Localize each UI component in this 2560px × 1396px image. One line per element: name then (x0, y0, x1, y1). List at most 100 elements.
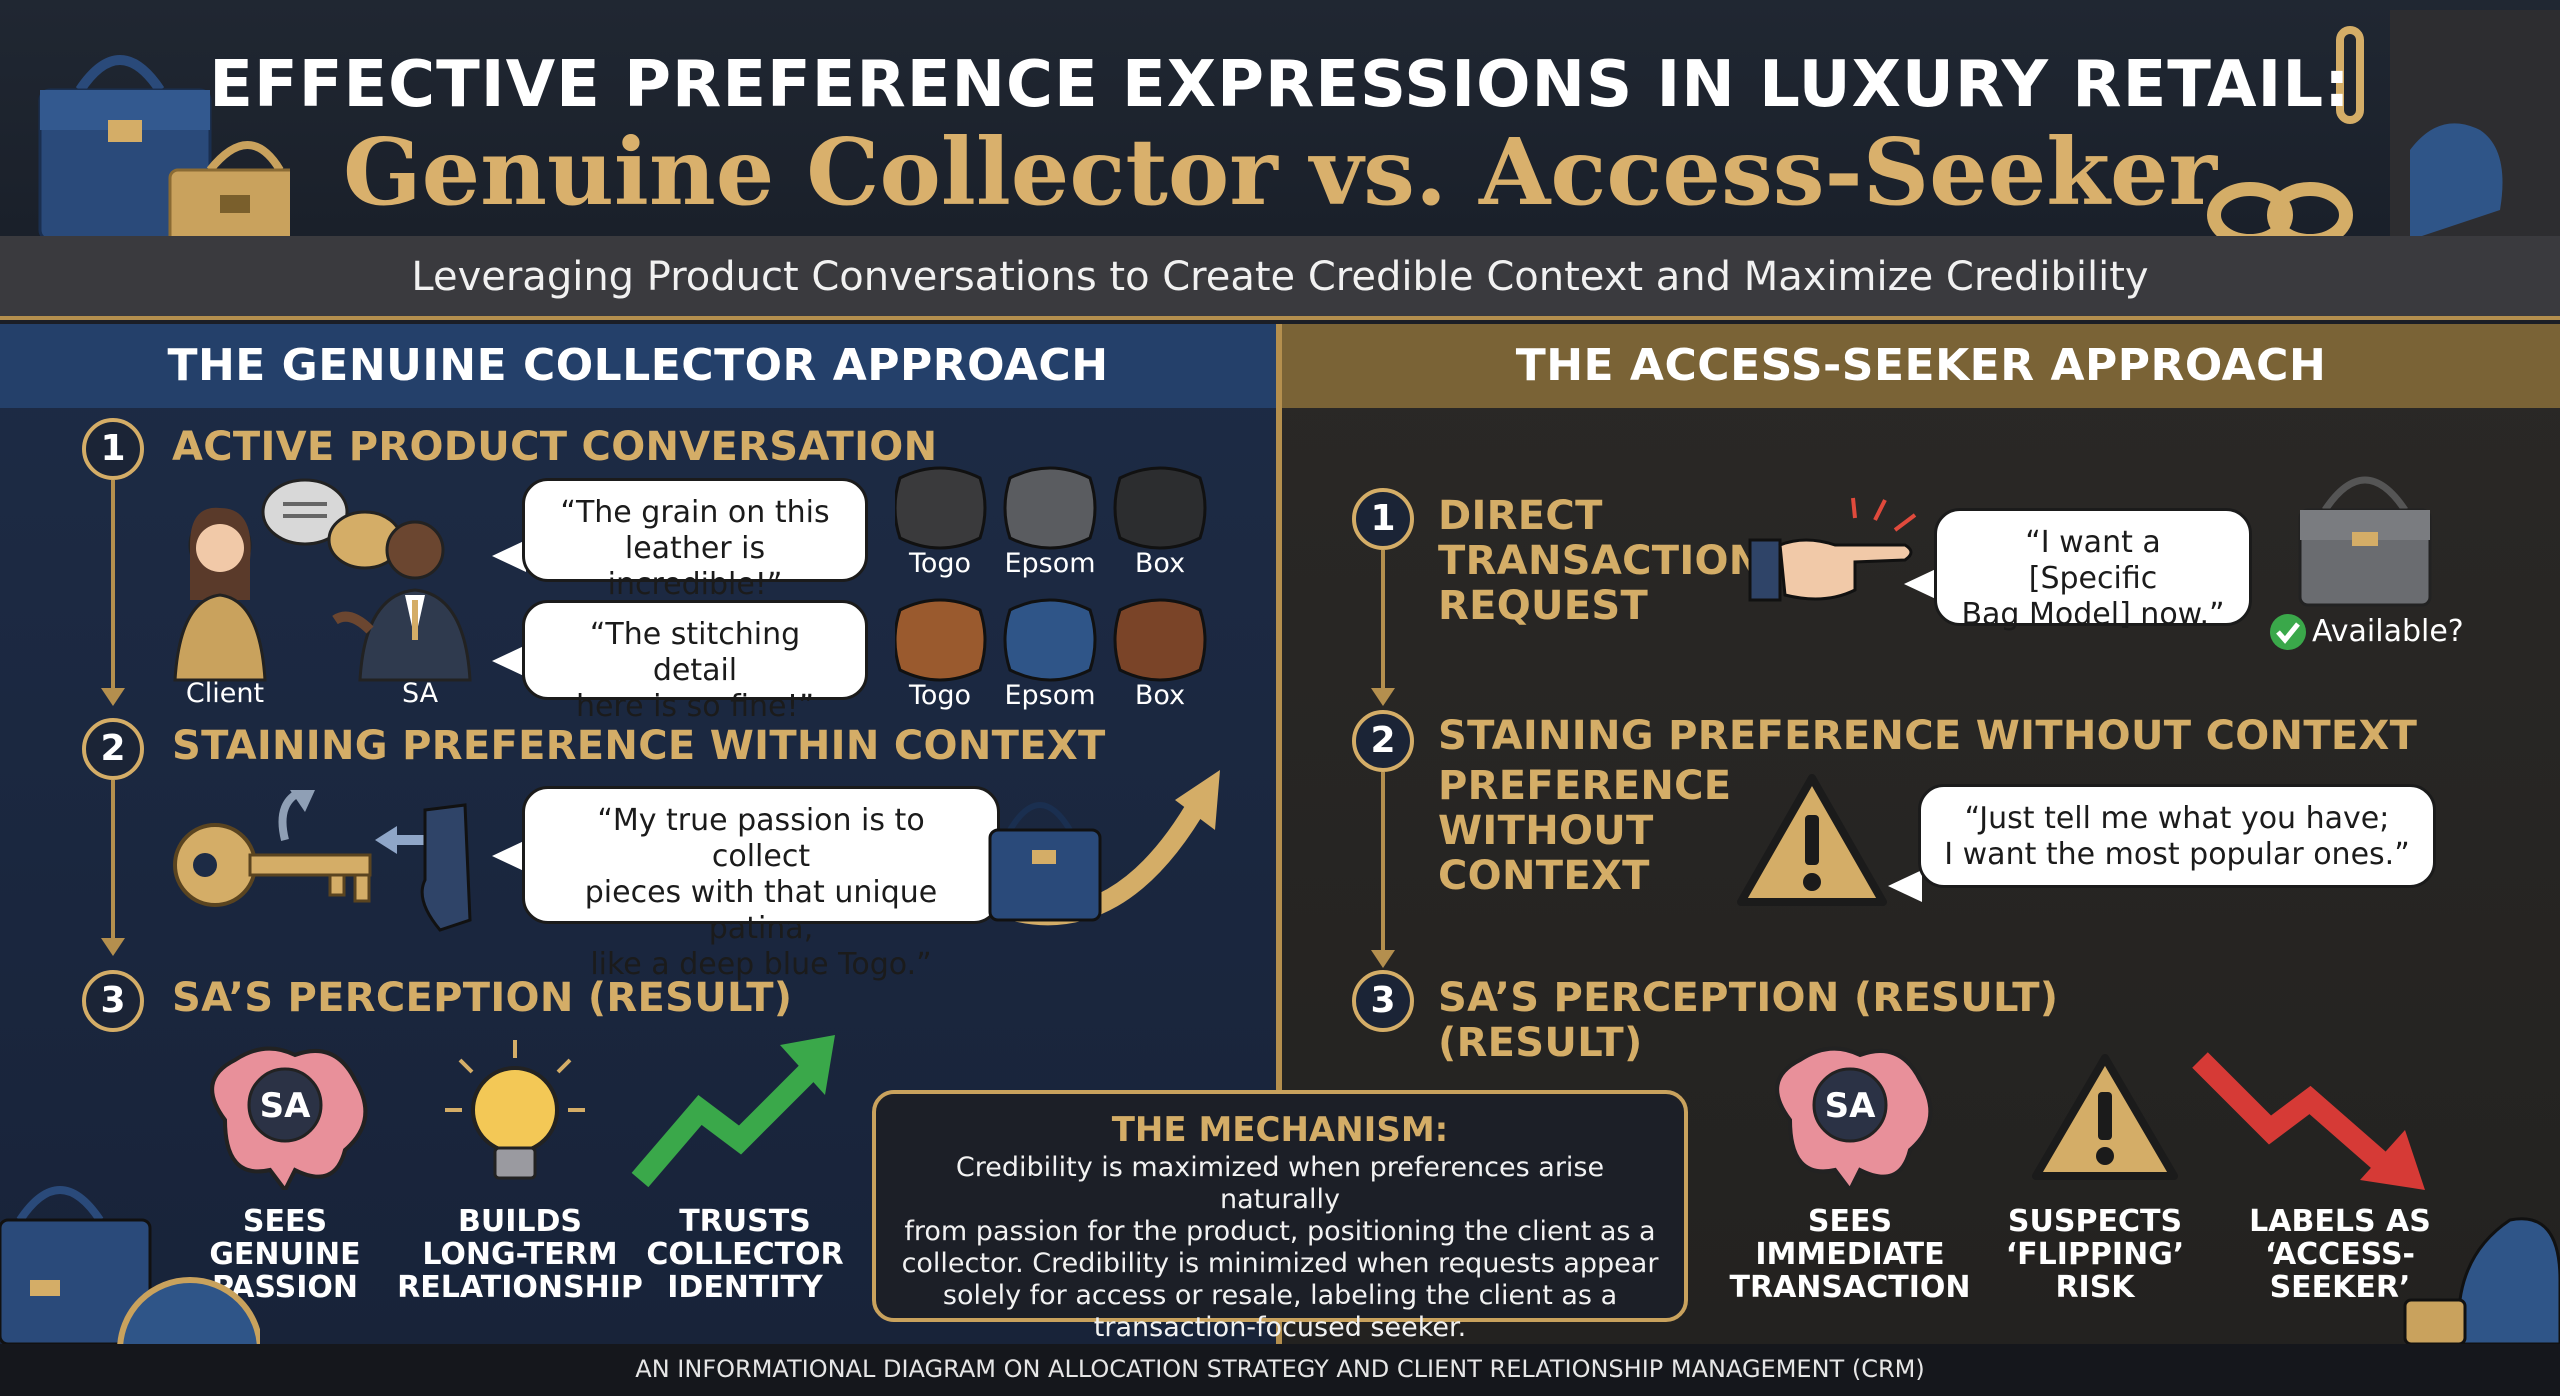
right-panel-header (1282, 324, 2560, 408)
swatch-label: Togo (908, 548, 972, 579)
result-text: RELATIONSHIP (397, 1270, 643, 1305)
decor-bag-bottom-left-icon (0, 1186, 260, 1344)
swatch-label: Box (1134, 548, 1186, 579)
result-suspects-flipping: SUSPECTS ‘FLIPPING’ RISK (1975, 1205, 2215, 1304)
left-connector-arrow-1 (101, 688, 125, 706)
speech-bubble-grain: “The grain on this leather is incredible… (522, 478, 868, 602)
left-panel-title: THE GENUINE COLLECTOR APPROACH (167, 340, 1109, 391)
panel-divider (1276, 324, 1282, 1344)
bubble-text: leather is incredible!” (607, 531, 783, 602)
page-subtitle-main: Genuine Collector vs. Access-Seeker (343, 118, 2217, 226)
mechanism-line: Credibility is maximized when preference… (955, 1152, 1605, 1215)
leather-swatches-row2 (895, 598, 1207, 682)
leather-swatches-row1 (895, 466, 1207, 550)
bubble-text: I want the most popular ones.” (1944, 837, 2410, 872)
step-title-text: SA’S PERCEPTION (RESULT) (1438, 975, 2059, 1021)
result-text: COLLECTOR (646, 1237, 844, 1272)
bubble-text: “The stitching detail (589, 617, 801, 688)
footer-band (0, 1344, 2560, 1396)
available-label: Available? (2312, 614, 2464, 649)
bubble-text: “My true passion is to collect (597, 803, 925, 874)
trend-up-arrow-icon (631, 1035, 835, 1188)
client-label: Client (185, 678, 265, 709)
trend-down-arrow-icon (2192, 1052, 2425, 1190)
speech-bubble-passion: “My true passion is to collect pieces wi… (522, 786, 1000, 982)
result-trusts-collector: TRUSTS COLLECTOR IDENTITY (615, 1205, 875, 1304)
left-step1-title: ACTIVE PRODUCT CONVERSATION (172, 424, 938, 470)
result-text: SEES (1807, 1204, 1893, 1239)
bubble-tail (492, 840, 526, 872)
step-title-text: CONTEXT (1438, 853, 1650, 899)
result-text: GENUINE (209, 1237, 361, 1272)
right-step1-number: 1 (1352, 488, 1414, 550)
bubble-text: like a deep blue Togo.” (590, 947, 932, 982)
right-connector-arrow-2 (1371, 950, 1395, 968)
bubble-tail (1904, 568, 1938, 600)
subtitle-band (0, 236, 2560, 320)
left-panel-header (0, 324, 1276, 408)
step-title-text: (RESULT) (1438, 1020, 1643, 1066)
result-text: LABELS AS (2249, 1204, 2431, 1239)
left-step3-title: SA’S PERCEPTION (RESULT) (172, 975, 793, 1021)
result-text: LONG-TERM (422, 1237, 618, 1272)
step-title-text: WITHOUT (1438, 808, 1654, 854)
result-text: SUSPECTS (2007, 1204, 2183, 1239)
result-text: IMMEDIATE (1755, 1237, 1945, 1272)
step-title-text: DIRECT (1438, 493, 1603, 539)
client-sa-conversation-icon (173, 478, 472, 682)
footer-text: AN INFORMATIONAL DIAGRAM ON ALLOCATION S… (635, 1355, 1925, 1383)
right-connector-1 (1381, 550, 1385, 690)
bubble-tail (492, 645, 526, 677)
right-connector-arrow-1 (1371, 688, 1395, 706)
lightbulb-icon (445, 1040, 585, 1180)
left-step2-number: 2 (82, 718, 144, 780)
handbag-icon (38, 55, 290, 250)
result-text: SEES (242, 1204, 328, 1239)
step-title-text: REQUEST (1438, 583, 1649, 629)
pointing-hand-icon (1748, 497, 1917, 602)
right-panel-title: THE ACCESS-SEEKER APPROACH (1515, 340, 2327, 391)
warning-icon (1737, 774, 1887, 906)
result-sees-genuine-passion: SEES GENUINE PASSION (155, 1205, 415, 1304)
mechanism-title: THE MECHANISM: (1111, 1110, 1449, 1150)
speech-bubble-stitching: “The stitching detail here is so fine!” (522, 600, 868, 724)
sa-label: SA (401, 678, 439, 709)
right-connector-2 (1381, 772, 1385, 952)
result-labels-access-seeker: LABELS AS ‘ACCESS-SEEKER’ (2200, 1205, 2480, 1304)
bag-upward-arrow-icon (988, 770, 1220, 926)
step-title-text: TRANSACTION (1438, 538, 1763, 584)
brain-sa-text: SA (259, 1086, 311, 1126)
right-step2-number: 2 (1352, 710, 1414, 772)
mechanism-text: Credibility is maximized when preference… (892, 1152, 1668, 1344)
result-sees-immediate-transaction: SEES IMMEDIATE TRANSACTION (1715, 1205, 1985, 1304)
brain-icon (1775, 1046, 1933, 1190)
left-step3-number: 3 (82, 970, 144, 1032)
right-step1-title: DIRECT TRANSACTION REQUEST (1438, 494, 1763, 629)
leather-hardware-icon (2207, 10, 2560, 240)
step-title-text: PREFERENCE (1438, 763, 1732, 809)
result-text: TRUSTS (679, 1204, 811, 1239)
result-builds-relationship: BUILDS LONG-TERM RELATIONSHIP (390, 1205, 650, 1304)
key-icon (173, 790, 472, 932)
left-connector-2 (111, 780, 115, 940)
result-text: BUILDS (457, 1204, 582, 1239)
result-text: TRANSACTION (1729, 1270, 1971, 1305)
speech-bubble-specific-bag: “I want a [Specific Bag Model] now.” (1934, 508, 2252, 632)
bubble-text: Bag Model] now.” (1961, 597, 2225, 632)
left-connector-arrow-2 (101, 938, 125, 956)
bubble-tail (1888, 870, 1922, 902)
swatch-label: Togo (908, 680, 972, 711)
left-connector-1 (111, 480, 115, 690)
grey-bag-icon (2298, 476, 2432, 607)
mechanism-line: solely for access or resale, labeling th… (942, 1280, 1618, 1311)
brain-icon (210, 1046, 368, 1190)
mechanism-line: transaction-focused seeker. (1093, 1312, 1467, 1343)
left-step1-number: 1 (82, 418, 144, 480)
mechanism-box (872, 1090, 1688, 1322)
header (0, 0, 2560, 236)
subtitle: Leveraging Product Conversations to Crea… (411, 254, 2149, 300)
bubble-text: “Just tell me what you have; (1964, 801, 2390, 836)
checkmark-icon (2270, 614, 2306, 650)
mechanism-line: collector. Credibility is minimized when… (901, 1248, 1659, 1279)
page-title: EFFECTIVE PREFERENCE EXPRESSIONS IN LUXU… (209, 48, 2351, 122)
